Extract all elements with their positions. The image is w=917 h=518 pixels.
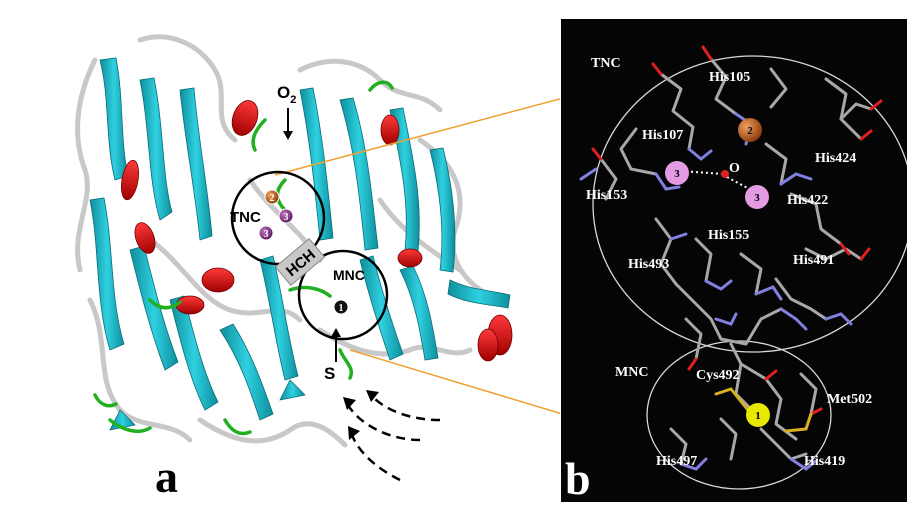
substrate-arrow — [331, 328, 341, 362]
callout-line-mnc-bottom — [349, 349, 560, 415]
cu2-marker — [264, 189, 280, 205]
tnc-label-b: TNC — [591, 56, 621, 71]
mnc-label-a: MNC — [333, 267, 365, 283]
o2-label: O2 — [277, 83, 296, 106]
cu3b-atom-label: 3 — [754, 192, 760, 204]
cu2-marker-label: 2 — [270, 193, 275, 204]
cu2-atom-label: 2 — [747, 125, 753, 137]
panel-b-letter: b — [565, 453, 591, 502]
cu2-atom: 2 — [738, 118, 762, 142]
his419-label: His419 — [804, 454, 845, 469]
his422-label: His422 — [787, 193, 828, 208]
panel-b-active-site: O 2 3 3 1 TNC MNC His105 His107 His424 H… — [561, 19, 907, 502]
stick-bonds-carbon — [599, 57, 873, 466]
his497-label: His497 — [656, 454, 697, 469]
panel-a-letter: a — [155, 451, 178, 502]
substrate-entry-arrows — [346, 395, 441, 482]
oxygen-label: O — [729, 161, 740, 176]
stick-bonds-nitrogen — [579, 112, 853, 471]
stick-bonds-oxygen — [591, 45, 883, 416]
oxygen-bridge-left — [680, 170, 724, 175]
his493-label: His493 — [628, 257, 669, 272]
his153-label: His153 — [586, 188, 627, 203]
substrate-entry-arrowheads — [343, 390, 379, 440]
alpha-helices — [120, 100, 513, 362]
cu3a-marker — [278, 208, 294, 224]
o2-arrow — [283, 108, 293, 140]
his491-label: His491 — [793, 253, 834, 268]
tnc-label-a: TNC — [230, 209, 261, 226]
callout-line-tnc-top — [274, 98, 560, 176]
cu1-marker-label: 1 — [339, 303, 344, 314]
hch-bridge: HCH — [274, 237, 326, 287]
cys492-sulfur-bond — [714, 387, 753, 416]
cu3b-marker-label: 3 — [264, 229, 269, 240]
his155-label: His155 — [708, 228, 749, 243]
panel-a-ribbon-diagram: HCH 2 3 3 1 TNC MNC O2 S — [75, 34, 560, 502]
tnc-sphere — [592, 55, 907, 353]
cu3a-atom: 3 — [665, 161, 689, 185]
tnc-circle — [230, 170, 326, 266]
mnc-label-b: MNC — [615, 365, 648, 380]
met502-sulfur-bond — [784, 412, 813, 433]
cu1-atom: 1 — [746, 403, 770, 427]
bridging-oxygen-atom — [721, 170, 729, 178]
cu3a-marker-label: 3 — [284, 212, 289, 223]
cu1-marker — [333, 299, 349, 315]
cys492-label: Cys492 — [696, 368, 740, 383]
mnc-sphere — [646, 340, 832, 490]
his107-label: His107 — [642, 128, 683, 143]
cu3b-marker — [258, 225, 274, 241]
met502-label: Met502 — [827, 392, 872, 407]
cu3a-atom-label: 3 — [674, 168, 680, 180]
his424-label: His424 — [815, 151, 856, 166]
beta-strands — [89, 57, 511, 431]
substrate-label: S — [324, 364, 335, 383]
mnc-circle — [297, 249, 389, 341]
cu3b-atom: 3 — [745, 185, 769, 209]
his105-label: His105 — [709, 70, 750, 85]
cu1-atom-label: 1 — [755, 410, 761, 422]
